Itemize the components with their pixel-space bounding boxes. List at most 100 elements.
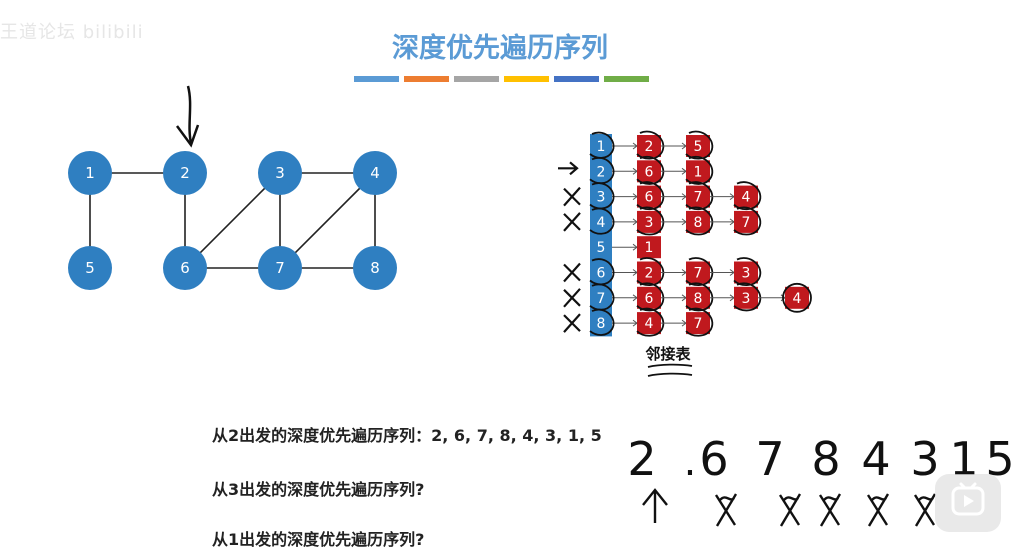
adjacency-node — [686, 160, 710, 183]
graph-node-3: 3 — [258, 151, 302, 195]
play-icon — [951, 482, 985, 516]
adjacency-node — [734, 210, 758, 233]
sequence-marks — [642, 488, 937, 527]
adjacency-node-label: 8 — [694, 291, 703, 307]
adjacency-row-8: 8 4 7 — [589, 307, 714, 337]
annotation-circle — [636, 307, 665, 337]
adjacency-node — [637, 185, 661, 208]
sequence-x-mark — [818, 493, 842, 527]
adjacency-node — [686, 261, 710, 284]
title-stripe — [454, 76, 499, 82]
adjacency-node-label: 7 — [694, 316, 703, 332]
annotation-circle — [636, 206, 665, 236]
graph-edge-6-3 — [184, 172, 281, 269]
visited-x-mark — [563, 186, 581, 207]
question-from-2: 从2出发的深度优先遍历序列：2, 6, 7, 8, 4, 3, 1, 5 — [212, 426, 602, 445]
adjacency-node-label: 2 — [645, 266, 654, 282]
annotation-circle — [733, 206, 762, 236]
adjacency-node-label: 1 — [694, 164, 703, 180]
adjacency-node-label: 6 — [645, 190, 654, 206]
adjacency-node-label: 3 — [742, 291, 751, 307]
handwritten-digit: 8 — [811, 432, 840, 486]
adjacency-head-label: 4 — [597, 215, 606, 231]
adjacency-node — [637, 210, 661, 233]
handwritten-digit: 6 — [699, 432, 728, 486]
graph-node-5: 5 — [68, 246, 112, 290]
graph-node-label: 1 — [85, 164, 95, 182]
play-button[interactable] — [935, 474, 1001, 532]
adjacency-node-label: 7 — [694, 190, 703, 206]
visited-x-mark — [563, 262, 581, 283]
graph-node-2: 2 — [163, 151, 207, 195]
graph-node-label: 8 — [370, 259, 380, 277]
annotation-circle — [589, 207, 615, 235]
adjacency-node-label: 6 — [645, 164, 654, 180]
adjacency-head-label: 8 — [597, 316, 606, 332]
title-stripe — [604, 76, 649, 82]
adjacency-head-label: 2 — [597, 164, 606, 180]
caption-underline — [647, 363, 693, 377]
adjacency-node — [686, 185, 710, 208]
slide-title: 深度优先遍历序列 — [392, 33, 608, 64]
question-from-1: 从1出发的深度优先遍历序列? — [212, 530, 425, 549]
graph-edges — [89, 172, 376, 269]
adjacency-node — [734, 185, 758, 208]
adjacency-node-label: 2 — [645, 139, 654, 155]
graph-node-label: 6 — [180, 259, 190, 277]
adjacency-node-label: 3 — [645, 215, 654, 231]
adjacency-head-label: 6 — [597, 266, 606, 282]
annotation-circle — [685, 307, 714, 337]
adjacency-node — [734, 261, 758, 284]
sequence-x-mark — [778, 493, 802, 527]
visited-x-mark — [563, 313, 581, 333]
handwritten-digit: 2 — [627, 432, 656, 486]
adjacency-row-2: 2 6 1 — [589, 156, 714, 185]
visited-x-mark — [563, 212, 581, 232]
graph-node-7: 7 — [258, 246, 302, 290]
adjacency-node — [686, 312, 710, 335]
graph-node-4: 4 — [353, 151, 397, 195]
adjacency-node-label: 3 — [742, 266, 751, 282]
adjacency-node — [785, 286, 809, 309]
graph-node-6: 6 — [163, 246, 207, 290]
annotation-circle — [733, 282, 762, 312]
adjacency-node-label: 8 — [694, 215, 703, 231]
handwritten-digit: . — [684, 439, 697, 485]
visited-x-mark — [563, 288, 581, 308]
graph-node-label: 2 — [180, 164, 190, 182]
graph-edge-7-4 — [279, 172, 376, 269]
adjacency-node — [686, 210, 710, 233]
sequence-x-mark — [866, 493, 890, 527]
adjacency-node-label: 4 — [742, 190, 751, 206]
adjacency-node-label: 4 — [793, 291, 802, 307]
visited-marks — [558, 161, 581, 333]
adjacency-node — [637, 236, 661, 259]
adjacency-head-label: 7 — [597, 291, 606, 307]
graph-node-label: 4 — [370, 164, 380, 182]
adjacency-head-label: 3 — [597, 190, 606, 206]
adjacency-node — [637, 312, 661, 335]
adjacency-node-label: 4 — [645, 316, 654, 332]
title-stripe — [404, 76, 449, 82]
graph-node-label: 3 — [275, 164, 285, 182]
bilibili-watermark: 王道论坛 bilibili — [0, 22, 144, 43]
adjacency-node-label: 6 — [645, 291, 654, 307]
graph-node-1: 1 — [68, 151, 112, 195]
adjacency-node — [686, 286, 710, 309]
adjacency-node — [637, 286, 661, 309]
up-arrow-mark — [642, 488, 668, 523]
handwritten-digit: 7 — [755, 432, 784, 486]
graph-node-label: 5 — [85, 259, 95, 277]
adjacency-node — [734, 286, 758, 309]
annotation-circle — [782, 282, 812, 313]
adjacency-head-label: 1 — [597, 139, 606, 155]
adjacency-node — [637, 160, 661, 183]
adjacency-row-3: 3 6 7 4 — [589, 181, 762, 211]
current-arrow-mark — [558, 161, 579, 176]
